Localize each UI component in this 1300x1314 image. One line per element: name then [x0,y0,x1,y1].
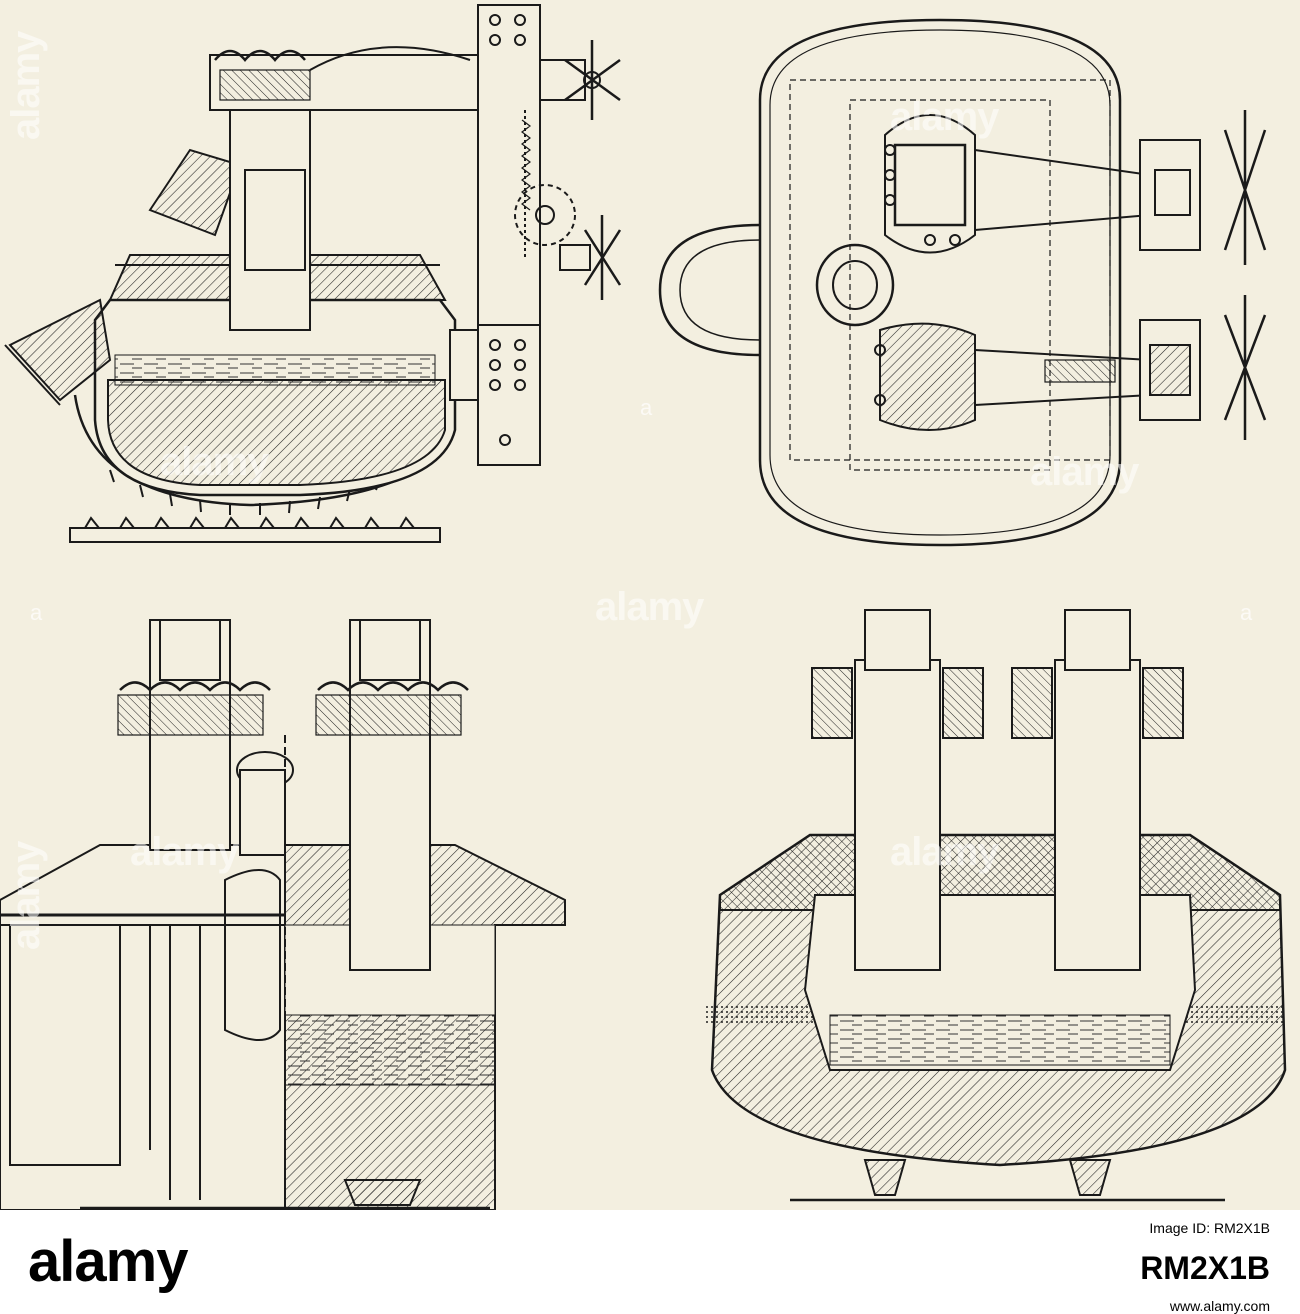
stock-footer-bar: alamy Image ID: RM2X1B www.alamy.com RM2… [0,1210,1300,1314]
furnace-plan-view [658,18,1267,547]
footer-image-id-label: Image ID: RM2X1B [1149,1220,1270,1236]
tilting-furnace-side-view [4,4,622,543]
footer-image-code: RM2X1B [1140,1250,1270,1286]
furnace-longitudinal-section-view [705,609,1287,1202]
footer-image-id: Image ID: RM2X1B www.alamy.com [1149,1220,1270,1314]
furnace-half-section-view [0,619,566,1210]
furnace-engraving [0,4,1287,1210]
engraving-plate: alamy alamy alamy alamy alamy alamy alam… [0,0,1300,1210]
footer-url: www.alamy.com [1169,1298,1270,1314]
footer-brand-logo: alamy [28,1229,188,1294]
